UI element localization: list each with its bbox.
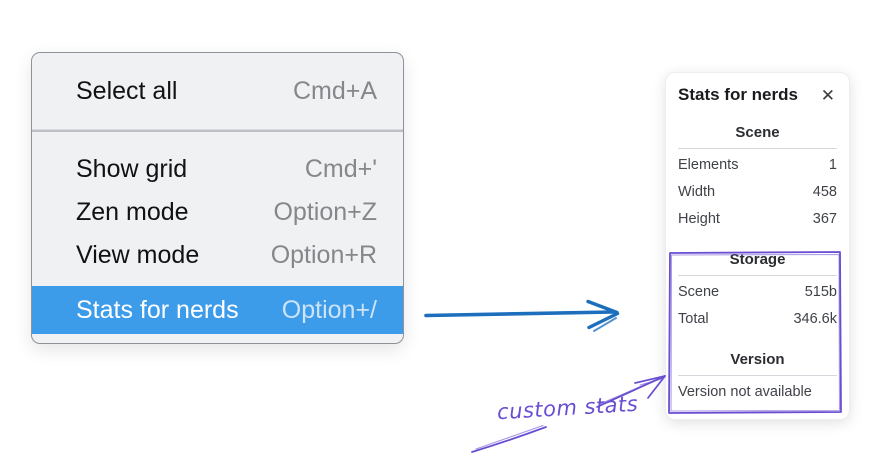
stats-panel-title: Stats for nerds: [678, 85, 798, 104]
stat-label: Total: [678, 310, 709, 327]
stats-panel-header: Stats for nerds ✕: [678, 85, 837, 105]
menu-item-view-mode[interactable]: View mode Option+R: [32, 234, 403, 277]
menu-item-shortcut: Option+Z: [273, 198, 377, 226]
stats-panel: Stats for nerds ✕ Scene Elements 1 Width…: [665, 72, 850, 420]
stat-label: Elements: [678, 156, 739, 173]
menu-item-label: View mode: [76, 241, 200, 269]
section-heading-scene: Scene: [735, 124, 780, 141]
stat-value: 367: [812, 210, 837, 227]
stat-value: 1: [828, 156, 837, 173]
close-icon[interactable]: ✕: [820, 85, 835, 105]
menu-item-label: Stats for nerds: [76, 295, 239, 324]
menu-group-spacer: [32, 132, 403, 148]
menu-item-label: Show grid: [76, 155, 188, 183]
menu-item-shortcut: Option+/: [281, 295, 377, 324]
annotation-underline: [471, 424, 547, 453]
stat-row-height: Height 367: [678, 205, 837, 232]
menu-item-select-all[interactable]: Select all Cmd+A: [32, 53, 403, 129]
context-menu: Select all Cmd+A Show grid Cmd+' Zen mod…: [31, 52, 404, 344]
menu-separator: [32, 129, 403, 132]
stat-row-width: Width 458: [678, 178, 837, 205]
menu-spacer: [32, 277, 403, 286]
stat-value: 346.6k: [793, 310, 837, 327]
annotation-custom-stats: custom stats: [496, 391, 639, 425]
stat-label: Scene: [678, 283, 720, 300]
menu-item-shortcut: Cmd+': [304, 155, 377, 183]
section-rule: [678, 148, 837, 149]
stat-label: Width: [678, 183, 716, 200]
section-rule: [678, 375, 837, 376]
version-note: Version not available: [678, 384, 812, 400]
menu-item-label: Select all: [76, 76, 178, 105]
menu-item-show-grid[interactable]: Show grid Cmd+': [32, 148, 403, 191]
stat-row-elements: Elements 1: [678, 151, 837, 178]
section-heading-version: Version: [730, 351, 785, 368]
stat-row-total-storage: Total 346.6k: [678, 305, 837, 332]
stat-value: 458: [812, 183, 837, 200]
menu-item-label: Zen mode: [76, 198, 189, 226]
menu-item-shortcut: Option+R: [270, 241, 377, 269]
stat-label: Height: [678, 210, 720, 227]
menu-item-zen-mode[interactable]: Zen mode Option+Z: [32, 191, 403, 234]
stat-row-scene-storage: Scene 515b: [678, 278, 837, 305]
menu-item-shortcut: Cmd+A: [292, 76, 377, 105]
stat-value: 515b: [804, 283, 837, 300]
section-rule: [678, 275, 837, 276]
section-heading-storage: Storage: [729, 251, 786, 268]
blue-arrow: [424, 299, 620, 332]
menu-item-stats-for-nerds[interactable]: Stats for nerds Option+/: [32, 286, 403, 334]
